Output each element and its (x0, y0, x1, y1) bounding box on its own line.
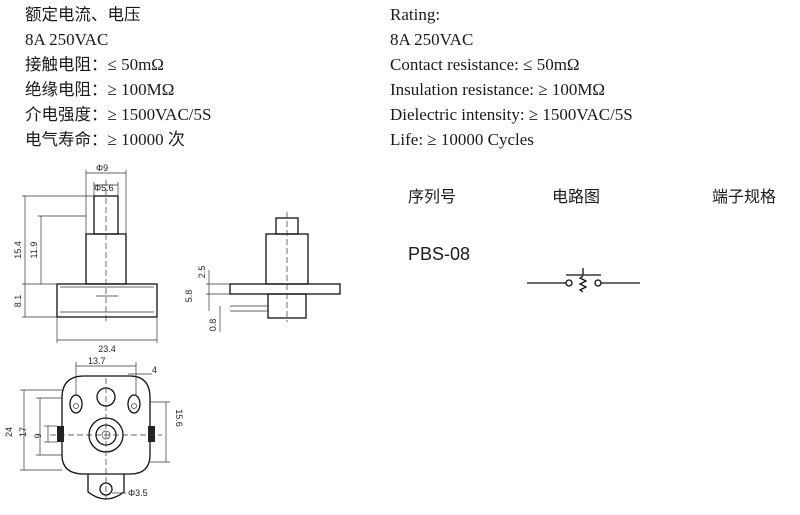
header-circuit-diagram: 电路图 (552, 187, 601, 206)
header-serial-number: 序列号 (408, 187, 457, 206)
spec-en-title: Rating: (390, 5, 441, 24)
spec-en-life: Life: ≥ 10000 Cycles (390, 130, 534, 149)
side-view-drawing (206, 212, 341, 332)
spec-cn-insulation-label: 绝缘电阻： (25, 80, 108, 99)
spec-cn-rating: 8A 250VAC (25, 30, 109, 49)
spec-cn-contact-label: 接触电阻： (25, 55, 108, 74)
model-number: PBS-08 (408, 244, 471, 264)
dim-height-11-9: 11.9 (29, 242, 39, 259)
dim-side-0-8: 0.8 (208, 319, 218, 332)
circuit-switch-symbol (527, 268, 640, 293)
spec-cn-insulation-value: ≥ 100MΩ (107, 80, 175, 99)
spec-cn-insulation: 绝缘电阻：≥ 100MΩ (25, 77, 211, 102)
spec-cn-life: 电气寿命：≥ 10000 次 (25, 127, 211, 152)
spec-cn-contact-value: ≤ 50mΩ (107, 55, 164, 74)
spec-cn-contact: 接触电阻：≤ 50mΩ (25, 52, 211, 77)
spec-cn-title: 额定电流、电压 (25, 5, 141, 24)
dim-bottom-13-7: 13.7 (88, 356, 106, 366)
spec-en-contact: Contact resistance: ≤ 50mΩ (390, 55, 580, 74)
dim-bottom-24: 24 (4, 427, 14, 437)
spec-cn-life-value: ≥ 10000 次 (107, 130, 185, 149)
dim-bottom-9: 9 (33, 433, 43, 438)
dim-diameter-9: Φ9 (96, 163, 108, 173)
dim-bottom-15-6: 15.6 (174, 409, 184, 427)
bottom-view-drawing (20, 362, 170, 500)
spec-en-dielectric: Dielectric intensity: ≥ 1500VAC/5S (390, 105, 633, 124)
dim-side-5-8: 5.8 (184, 290, 194, 303)
spec-en-rating: 8A 250VAC (390, 30, 474, 49)
dim-hole-diameter-3-5: Φ3.5 (128, 488, 148, 498)
dim-side-2-5: 2.5 (197, 266, 207, 279)
dim-bottom-4: 4 (152, 365, 157, 375)
spec-cn-dielectric-value: ≥ 1500VAC/5S (107, 105, 212, 124)
spec-en-insulation: Insulation resistance: ≥ 100MΩ (390, 80, 606, 99)
dim-diameter-5-6: Φ5.6 (94, 183, 114, 193)
front-view-drawing (22, 170, 158, 343)
dim-bottom-17: 17 (18, 427, 28, 437)
dim-width-23-4: 23.4 (98, 344, 116, 354)
spec-cn-dielectric: 介电强度：≥ 1500VAC/5S (25, 102, 211, 127)
spec-block-chinese: 额定电流、电压 8A 250VAC 接触电阻：≤ 50mΩ 绝缘电阻：≥ 100… (25, 2, 211, 152)
spec-cn-dielectric-label: 介电强度： (25, 105, 108, 124)
dim-height-8-1: 8.1 (13, 295, 23, 308)
dim-height-15-4: 15.4 (13, 241, 23, 259)
spec-cn-life-label: 电气寿命： (25, 130, 108, 149)
header-terminal-spec: 端子规格 (712, 187, 777, 206)
spec-block-english: Rating: 8A 250VAC Contact resistance: ≤ … (390, 2, 633, 152)
